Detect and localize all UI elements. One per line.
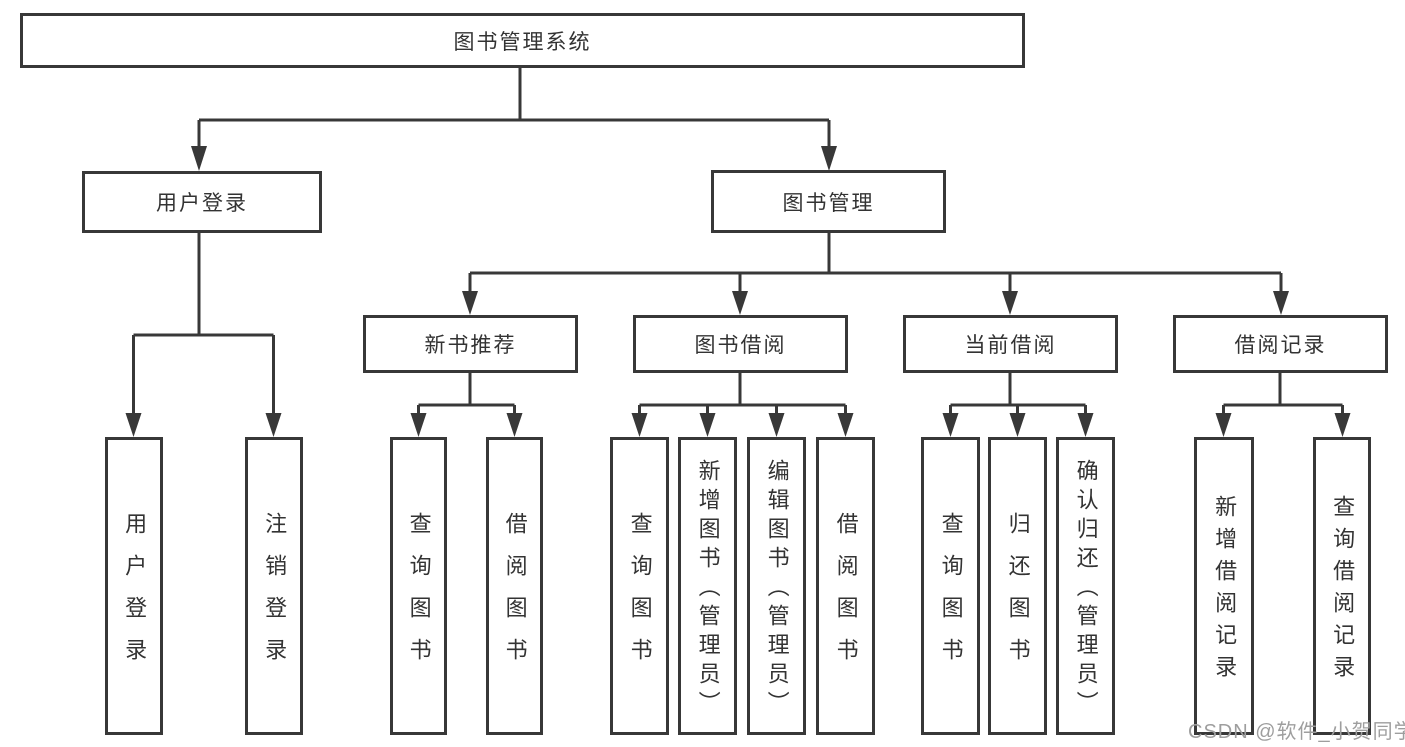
node-leaf-user-login-label: 用户登录 <box>122 512 148 680</box>
node-leaf-query-book-recommend: 查询图书 <box>390 437 447 735</box>
node-new-book-recommend: 新书推荐 <box>363 315 578 373</box>
node-leaf-logout: 注销登录 <box>245 437 303 735</box>
node-leaf-borrow-book-recommend-label: 借阅图书 <box>502 512 528 680</box>
node-current-borrowing: 当前借阅 <box>903 315 1118 373</box>
node-borrowing-records: 借阅记录 <box>1173 315 1388 373</box>
connector-book-borrowing-to-leaves <box>631 373 854 437</box>
node-leaf-query-book-current: 查询图书 <box>921 437 980 735</box>
node-leaf-query-book-borrowing-label: 查询图书 <box>627 512 653 680</box>
connector-borrowing-records-to-leaves <box>1215 373 1351 437</box>
node-leaf-logout-label: 注销登录 <box>262 512 288 680</box>
node-leaf-confirm-return-admin: 确认归还（管理员） <box>1056 437 1115 735</box>
node-leaf-query-borrow-record-label: 查询借阅记录 <box>1330 495 1356 687</box>
node-leaf-add-borrow-record-label: 新增借阅记录 <box>1212 495 1238 687</box>
node-root: 图书管理系统 <box>20 13 1025 68</box>
node-leaf-query-book-borrowing: 查询图书 <box>610 437 669 735</box>
connector-book-management-to-level3 <box>462 233 1289 315</box>
node-leaf-edit-book-admin: 编辑图书（管理员） <box>747 437 806 735</box>
node-leaf-query-book-recommend-label: 查询图书 <box>406 512 432 680</box>
connector-user-login-to-leaves <box>125 233 282 437</box>
node-leaf-borrow-book-borrowing-label: 借阅图书 <box>833 512 859 680</box>
node-book-management-label: 图书管理 <box>782 191 875 215</box>
connector-root-to-level2 <box>191 68 837 171</box>
csdn-watermark: CSDN @软件_小贺同学 <box>1188 721 1405 743</box>
node-borrowing-records-label: 借阅记录 <box>1234 334 1327 357</box>
node-book-borrowing: 图书借阅 <box>633 315 848 373</box>
node-new-book-recommend-label: 新书推荐 <box>424 334 517 357</box>
node-leaf-add-borrow-record: 新增借阅记录 <box>1194 437 1254 735</box>
node-leaf-user-login: 用户登录 <box>105 437 163 735</box>
node-leaf-borrow-book-borrowing: 借阅图书 <box>816 437 875 735</box>
node-leaf-confirm-return-admin-label: 确认归还（管理员） <box>1073 459 1099 720</box>
node-current-borrowing-label: 当前借阅 <box>964 334 1057 357</box>
node-user-login-module-label: 用户登录 <box>156 192 248 215</box>
connector-current-borrowing-to-leaves <box>942 373 1094 437</box>
node-leaf-query-borrow-record: 查询借阅记录 <box>1313 437 1371 735</box>
node-root-label: 图书管理系统 <box>453 30 592 54</box>
node-leaf-query-book-current-label: 查询图书 <box>938 512 964 680</box>
node-leaf-return-book: 归还图书 <box>988 437 1047 735</box>
node-book-management: 图书管理 <box>711 170 946 233</box>
node-leaf-return-book-label: 归还图书 <box>1005 512 1031 680</box>
node-leaf-edit-book-admin-label: 编辑图书（管理员） <box>764 459 790 720</box>
connector-new-book-recommend-to-leaves <box>410 373 523 437</box>
node-user-login-module: 用户登录 <box>82 171 322 233</box>
node-leaf-borrow-book-recommend: 借阅图书 <box>486 437 543 735</box>
node-leaf-add-book-admin: 新增图书（管理员） <box>678 437 737 735</box>
node-book-borrowing-label: 图书借阅 <box>694 334 787 357</box>
node-leaf-add-book-admin-label: 新增图书（管理员） <box>695 459 721 720</box>
